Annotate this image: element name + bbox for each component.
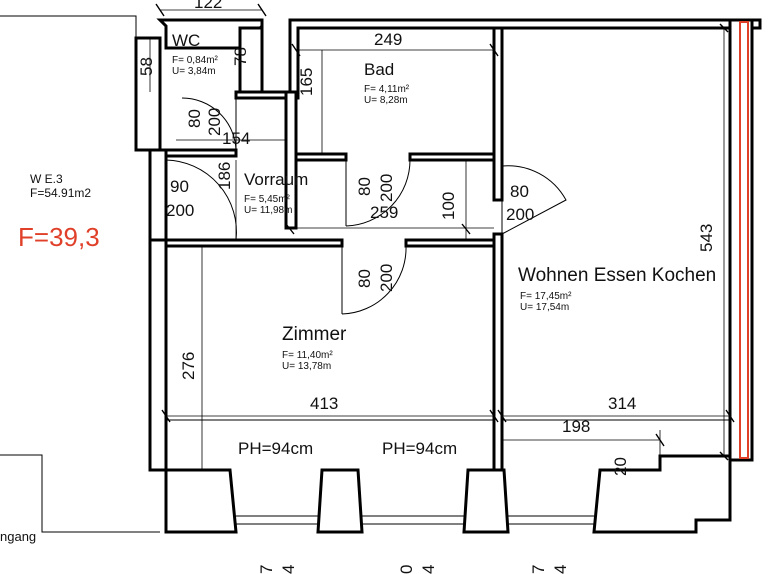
dim-543: 543 xyxy=(697,223,716,252)
room-perimeter-vorraum: U= 11,98m xyxy=(244,205,293,216)
floor-plan xyxy=(0,3,762,534)
dim-198: 198 xyxy=(562,417,591,436)
dimension-lines xyxy=(149,3,735,470)
room-perimeter-wc: U= 3,84m xyxy=(172,66,216,77)
room-name-vorraum: Vorraum xyxy=(244,170,309,189)
room-perimeter-wohnen: U= 17,54m xyxy=(520,302,570,313)
entrance-label: ngang xyxy=(0,529,37,544)
room-area-wc: F= 0,84m² xyxy=(172,55,218,66)
red-marker-line xyxy=(739,21,749,459)
parapet-height-left: PH=94cm xyxy=(238,439,314,458)
dim-80-bad: 80 xyxy=(355,177,374,196)
dim-122: 122 xyxy=(194,0,223,12)
room-perimeter-bad: U= 8,28m xyxy=(364,95,408,106)
dim-200-wc: 200 xyxy=(205,107,224,136)
dim-bottom-3: 0 xyxy=(397,564,416,574)
room-area-bad: F= 4,11m² xyxy=(364,84,410,95)
dim-58: 58 xyxy=(137,57,156,76)
dim-200-wohnen-door: 200 xyxy=(506,205,535,224)
dim-bottom-5: 7 xyxy=(529,564,548,574)
dim-bottom-1: 7 xyxy=(257,564,276,574)
dim-100: 100 xyxy=(439,191,458,220)
dim-413: 413 xyxy=(310,394,339,413)
room-name-bad: Bad xyxy=(364,60,395,79)
room-area-zimmer: F= 11,40m² xyxy=(282,350,333,361)
dim-186: 186 xyxy=(215,161,234,190)
dim-78: 78 xyxy=(231,47,250,66)
highlight-area: F=39,3 xyxy=(18,222,100,252)
window-sills xyxy=(166,419,730,525)
room-area-wohnen: F= 17,45m² xyxy=(520,291,572,302)
dim-200-zimmer-door: 200 xyxy=(377,263,396,292)
dim-90: 90 xyxy=(170,177,189,196)
dim-314: 314 xyxy=(608,394,637,413)
dim-80-wohnen-door: 80 xyxy=(510,182,529,201)
dim-154: 154 xyxy=(222,129,251,148)
unit-label: W E.3 xyxy=(30,172,63,186)
dim-bottom-6: 4 xyxy=(551,564,570,574)
door-swings xyxy=(165,97,567,315)
dim-200-vorraum-door: 200 xyxy=(166,201,195,220)
dim-276: 276 xyxy=(179,351,198,380)
room-name-wohnen: Wohnen Essen Kochen xyxy=(518,265,717,286)
dim-200-bad: 200 xyxy=(377,173,396,202)
room-name-zimmer: Zimmer xyxy=(282,324,347,345)
dim-80-wc: 80 xyxy=(185,109,204,128)
unit-area: F=54.91m2 xyxy=(30,186,92,200)
dim-20: 20 xyxy=(611,457,630,476)
room-area-vorraum: F= 5,45m² xyxy=(244,194,290,205)
dim-bottom-4: 4 xyxy=(419,564,438,574)
room-name-wc: WC xyxy=(172,31,201,50)
dim-80-zimmer-door: 80 xyxy=(355,269,374,288)
room-perimeter-zimmer: U= 13,78m xyxy=(282,361,332,372)
parapet-height-right: PH=94cm xyxy=(382,439,458,458)
dim-165: 165 xyxy=(297,67,316,96)
dim-bottom-2: 4 xyxy=(279,564,298,574)
dim-259: 259 xyxy=(370,203,399,222)
dim-249: 249 xyxy=(374,30,403,49)
